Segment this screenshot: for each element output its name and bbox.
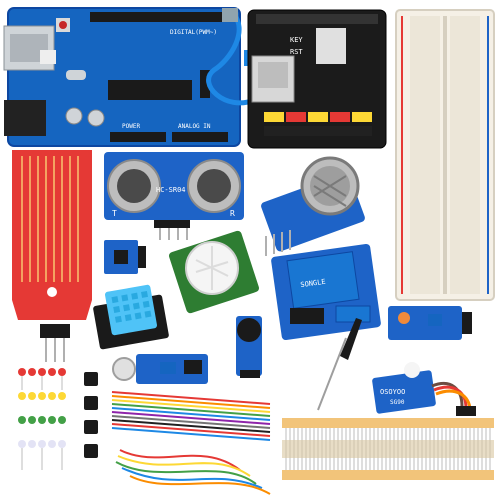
- uno-digital-label: DIGITAL(PWM~): [170, 29, 217, 36]
- relay-brand-label: SONGLE: [300, 278, 326, 289]
- pir-motion-sensor: [169, 230, 259, 314]
- power-header: [110, 132, 166, 142]
- wifi-shield-board: KEY RST: [247, 9, 387, 149]
- jumper-wires: [111, 391, 271, 495]
- uno-analog-label: ANALOG IN: [178, 123, 211, 130]
- sound-sensor-module: [112, 354, 208, 384]
- wifi-key-label: KEY: [290, 36, 303, 44]
- dht11-sensor: [93, 284, 169, 350]
- digital-header: [90, 12, 230, 22]
- buzzer-module: [236, 316, 262, 378]
- dc-power-jack: [4, 100, 46, 136]
- water-level-sensor: S: [12, 150, 92, 362]
- ultrasonic-model-label: HC-SR04: [156, 186, 186, 194]
- relay-module: SONGLE: [271, 243, 381, 341]
- wifi-rst-label: RST: [290, 48, 303, 56]
- breadboard: [395, 9, 495, 301]
- ultrasonic-r-label: R: [230, 209, 235, 218]
- photoresistor-module: [388, 306, 472, 340]
- analog-header: [172, 132, 228, 142]
- screwdriver: [317, 318, 362, 411]
- gas-sensor-module: [261, 156, 365, 256]
- servo-model-label: SG90: [390, 399, 405, 406]
- ultrasonic-t-label: T: [112, 209, 117, 218]
- push-buttons: [84, 372, 98, 458]
- uno-power-label: POWER: [122, 123, 140, 130]
- servo-brand-label: OSOYOO: [380, 388, 405, 396]
- accelerometer-module: [104, 240, 146, 274]
- atmega-chip: [108, 80, 192, 100]
- resistor-strip: [282, 418, 494, 480]
- arduino-uno-board: DIGITAL(PWM~) POWER ANALOG IN: [3, 7, 241, 147]
- servo-motor: OSOYOO SG90: [372, 362, 476, 416]
- ultrasonic-sensor-hc-sr04: HC-SR04 T R: [104, 152, 244, 240]
- led-assortment: [18, 368, 66, 470]
